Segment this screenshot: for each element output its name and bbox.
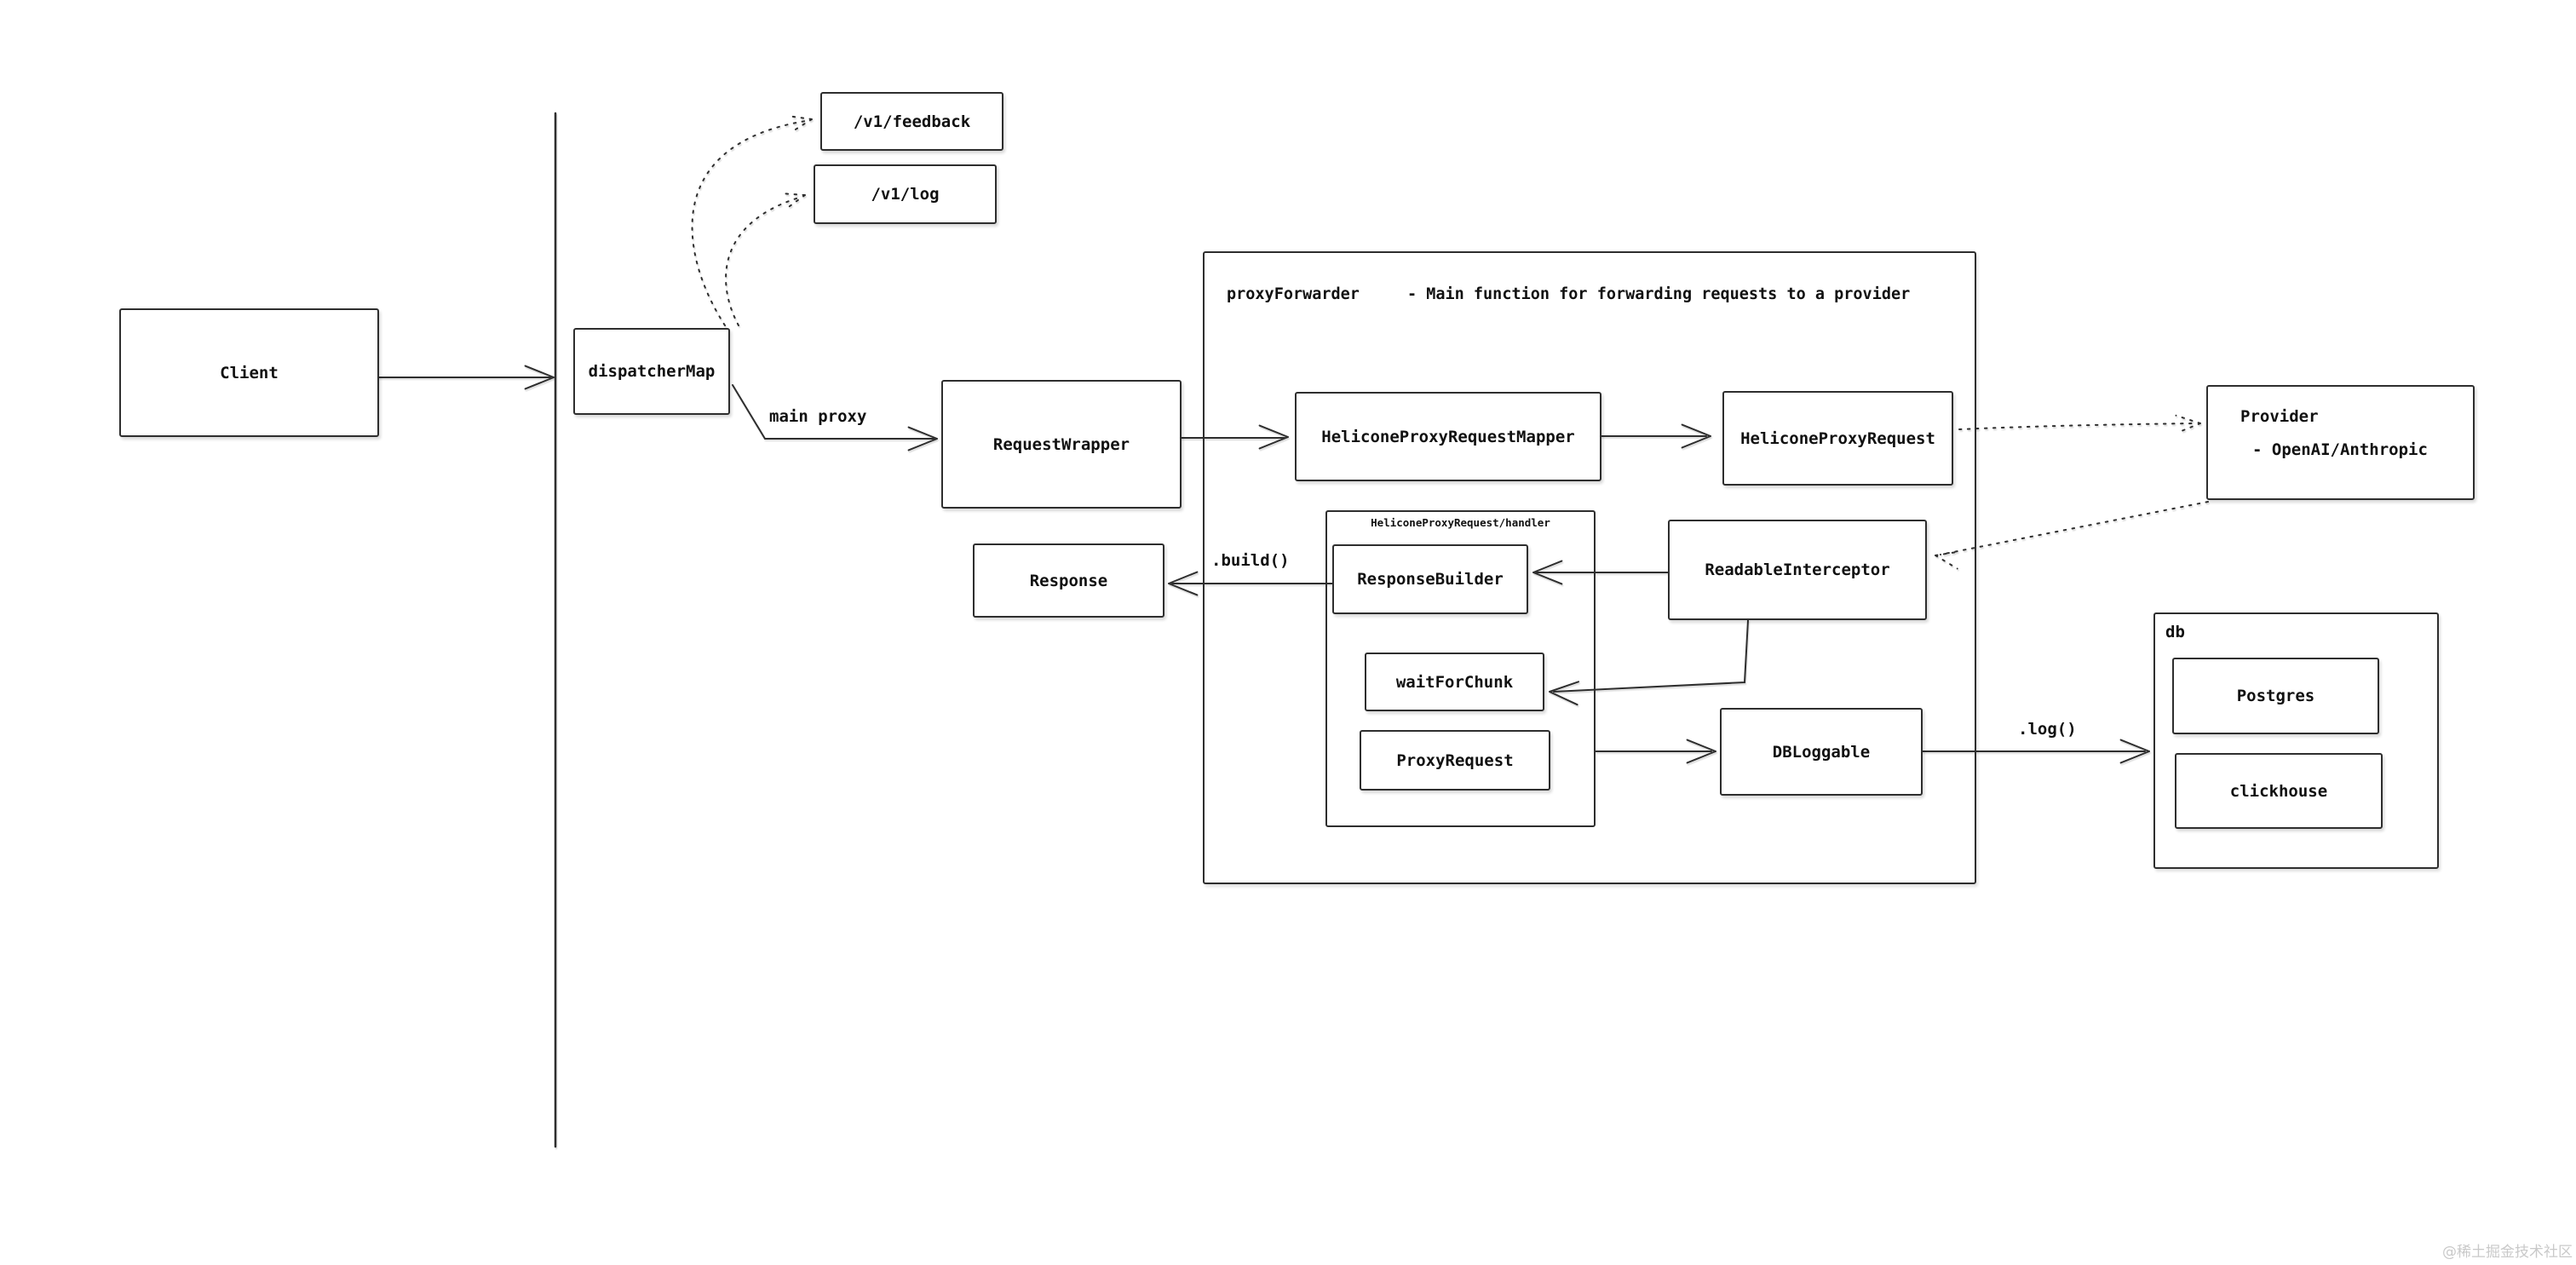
- arrowhead-dispatcher-to-v1log: [780, 193, 806, 210]
- node-proxy-request: ProxyRequest: [1360, 730, 1550, 791]
- node-dispatcher-map: dispatcherMap: [573, 328, 730, 415]
- edge-label-build: .build(): [1211, 551, 1290, 570]
- arrow-dispatcher-to-requestwrapper: [732, 384, 934, 440]
- container-proxy-forwarder: proxyForwarder - Main function for forwa…: [1203, 251, 1976, 884]
- node-postgres: Postgres: [2172, 658, 2379, 734]
- arrowhead-responsebuilder-to-response: [1168, 571, 1199, 596]
- node-readable-interceptor: ReadableInterceptor: [1668, 520, 1927, 620]
- arrowhead-dbloggable-to-db: [2119, 739, 2150, 764]
- arrowhead-proxyrequest-to-dbloggable: [1686, 739, 1716, 764]
- node-v1-feedback: /v1/feedback: [820, 92, 1003, 151]
- container-handler: HeliconeProxyRequest/handler: [1325, 510, 1596, 827]
- dotted-arrow-dispatcher-to-v1feedback: [691, 120, 807, 326]
- arrowhead-heliconeproxyrequest-to-provider: [2175, 414, 2201, 434]
- arrowhead-dispatcher-to-v1feedback: [787, 115, 813, 133]
- provider-title: Provider: [2240, 407, 2319, 426]
- container-db-label: db: [2165, 623, 2185, 641]
- node-helicone-proxy-request: HeliconeProxyRequest: [1722, 391, 1953, 486]
- watermark: @稀土掘金技术社区: [2442, 1244, 2573, 1261]
- dotted-arrow-dispatcher-to-v1log: [725, 197, 800, 326]
- node-request-wrapper: RequestWrapper: [941, 380, 1182, 509]
- arrowhead-requestwrapper-to-mapper: [1258, 424, 1289, 450]
- arrowhead-client-to-dispatcher: [524, 365, 555, 390]
- edge-label-main-proxy: main proxy: [769, 407, 867, 426]
- container-handler-label: HeliconeProxyRequest/handler: [1371, 516, 1550, 529]
- node-clickhouse: clickhouse: [2175, 753, 2383, 829]
- node-v1-log: /v1/log: [814, 164, 997, 224]
- node-provider: Provider - OpenAI/Anthropic: [2206, 385, 2475, 500]
- arrowhead-dispatcher-to-requestwrapper: [907, 426, 938, 451]
- edge-label-log: .log(): [2018, 720, 2077, 739]
- arrowhead-readableinterceptor-to-waitforchunk: [1549, 681, 1580, 706]
- proxy-forwarder-name: proxyForwarder: [1227, 285, 1360, 303]
- provider-subtitle: - OpenAI/Anthropic: [2252, 440, 2428, 459]
- node-response-builder: ResponseBuilder: [1332, 544, 1528, 614]
- dotted-arrow-provider-to-readableinterceptor: [1940, 501, 2209, 555]
- node-wait-for-chunk: waitForChunk: [1365, 653, 1544, 711]
- container-proxy-forwarder-title: proxyForwarder - Main function for forwa…: [1227, 285, 1910, 303]
- node-client: Client: [119, 308, 379, 437]
- arrowhead-mapper-to-heliconeproxyrequest: [1681, 423, 1711, 449]
- node-db-loggable: DBLoggable: [1720, 708, 1923, 796]
- arrowhead-readableinterceptor-to-responsebuilder: [1532, 560, 1563, 585]
- arrow-readableinterceptor-to-waitforchunk: [1553, 619, 1749, 693]
- proxy-forwarder-description: - Main function for forwarding requests …: [1406, 285, 1911, 303]
- dotted-arrow-heliconeproxyrequest-to-provider: [1958, 423, 2196, 430]
- node-helicone-proxy-request-mapper: HeliconeProxyRequestMapper: [1295, 392, 1601, 481]
- container-db: db: [2153, 612, 2439, 869]
- node-response: Response: [973, 543, 1164, 618]
